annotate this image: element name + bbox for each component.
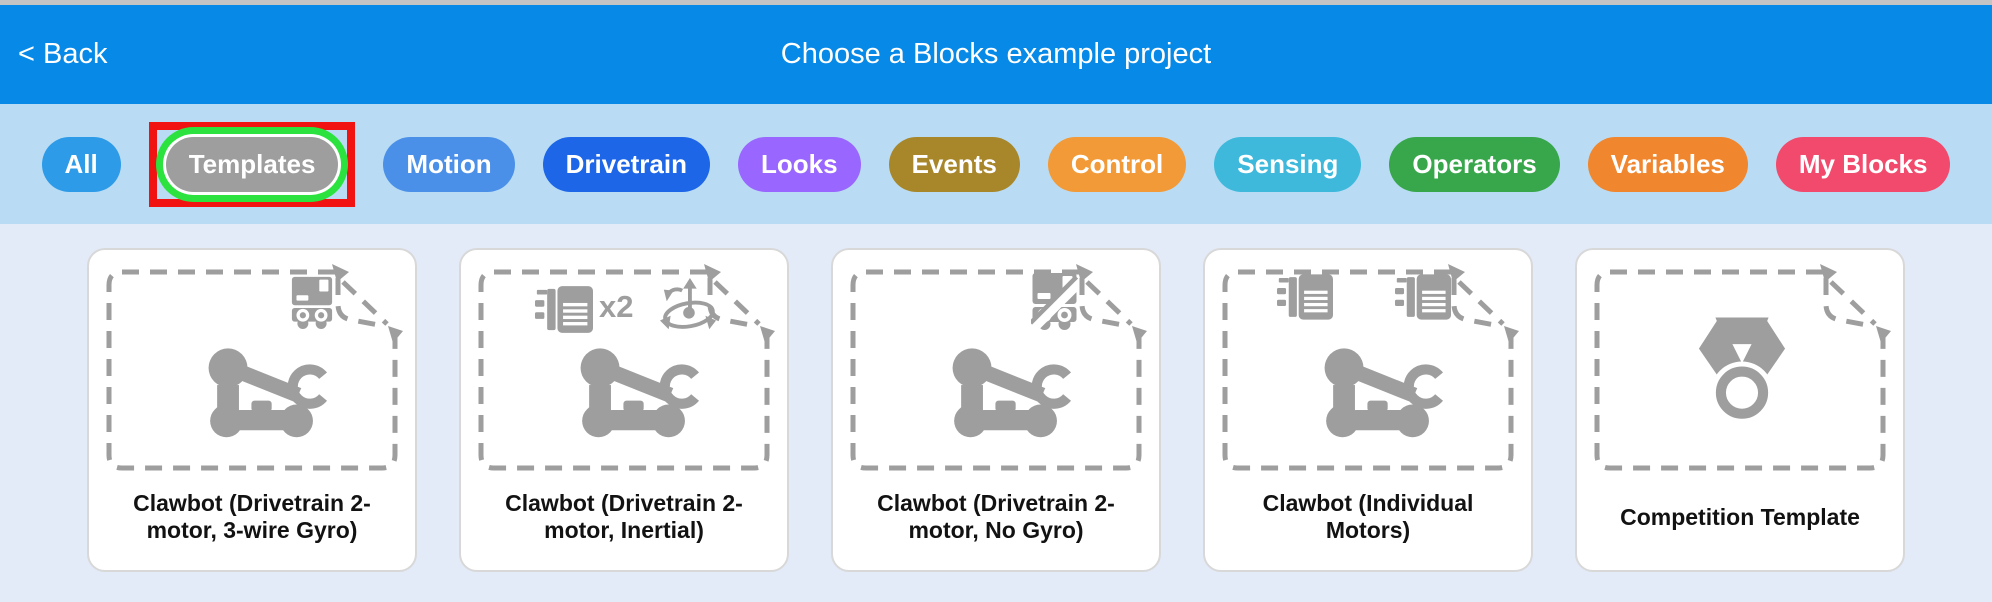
gyro-slash-icon	[1031, 272, 1078, 330]
dashed-template-border-icon	[1222, 264, 1519, 471]
example-card-3[interactable]: Clawbot (Individual Motors)	[1203, 248, 1533, 572]
gyro-icon	[291, 276, 333, 329]
dashed-template-border-icon	[850, 264, 1147, 471]
header: < Back Choose a Blocks example project	[0, 5, 1992, 104]
filter-pill-control[interactable]: Control	[1047, 136, 1187, 192]
card-title: Clawbot (Individual Motors)	[1262, 490, 1474, 543]
filter-pill-variables[interactable]: Variables	[1587, 136, 1748, 192]
card-title: Clawbot (Drivetrain 2-motor, 3-wire Gyro…	[133, 490, 371, 543]
dashed-template-border-icon	[1594, 264, 1891, 471]
example-card-0[interactable]: Clawbot (Drivetrain 2-motor, 3-wire Gyro…	[87, 248, 417, 572]
filter-pill-all[interactable]: All	[41, 136, 121, 192]
filter-pill-templates[interactable]: Templates	[165, 136, 339, 192]
page-title: Choose a Blocks example project	[780, 38, 1212, 70]
dashed-template-border-icon	[106, 264, 403, 471]
clawbot-icon	[572, 342, 706, 439]
motor-icon	[1395, 274, 1451, 320]
filter-bar: All Templates Motion Drivetrain Looks Events C…	[0, 104, 1992, 224]
card-title: Clawbot (Drivetrain 2-motor, No Gyro)	[877, 490, 1115, 543]
filter-pill-drivetrain[interactable]: Drivetrain	[542, 136, 710, 192]
template-preview	[1589, 264, 1891, 476]
example-card-4[interactable]: Competition Template	[1575, 248, 1905, 572]
inertial-icon	[657, 278, 719, 336]
card-title: Competition Template	[1620, 503, 1860, 530]
template-preview	[1217, 264, 1519, 476]
x2-label: x2	[599, 289, 634, 324]
filter-pill-my-blocks[interactable]: My Blocks	[1775, 136, 1951, 192]
example-project-cards: Clawbot (Drivetrain 2-motor, 3-wire Gyro…	[0, 224, 1992, 602]
motor-icon	[535, 286, 593, 333]
example-card-2[interactable]: Clawbot (Drivetrain 2-motor, No Gyro)	[831, 248, 1161, 572]
filter-pill-motion[interactable]: Motion	[383, 136, 515, 192]
clawbot-icon	[944, 342, 1078, 439]
selection-annotation-box: Templates	[148, 121, 356, 207]
filter-pill-looks[interactable]: Looks	[738, 136, 861, 192]
card-title: Clawbot (Drivetrain 2-motor, Inertial)	[505, 490, 743, 543]
window-top-strip	[0, 0, 1992, 5]
template-preview: x2	[473, 264, 775, 476]
filter-pill-events[interactable]: Events	[888, 136, 1020, 192]
medal-icon	[1687, 306, 1797, 428]
motor-icon	[1277, 274, 1333, 320]
filter-pill-sensing[interactable]: Sensing	[1214, 136, 1362, 192]
clawbot-icon	[200, 342, 334, 439]
template-preview	[845, 264, 1147, 476]
back-button[interactable]: < Back	[18, 5, 107, 104]
template-preview	[101, 264, 403, 476]
clawbot-icon	[1316, 342, 1450, 439]
filter-pill-operators[interactable]: Operators	[1389, 136, 1560, 192]
